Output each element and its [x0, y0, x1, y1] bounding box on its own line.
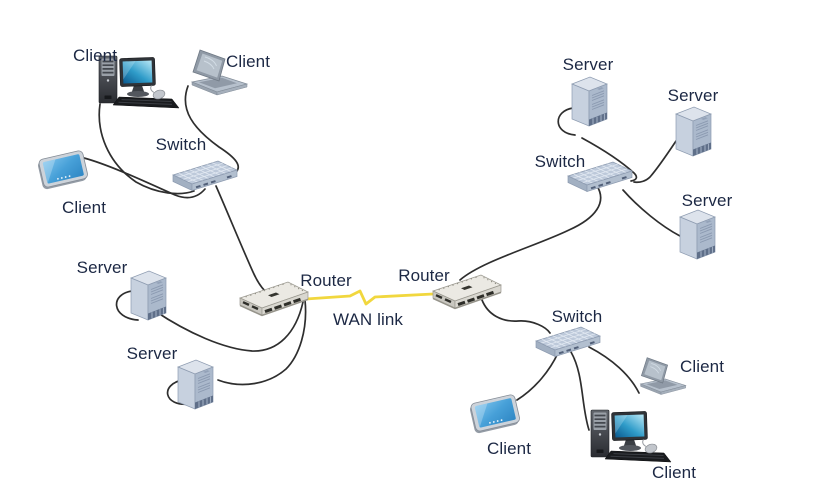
label-switch-left: Switch: [155, 135, 207, 154]
server-icon: [571, 76, 608, 127]
label-server-right-mid: Server: [667, 86, 719, 105]
label-client-laptop-left: Client: [225, 52, 271, 71]
label-client-desktop-left: Client: [72, 46, 118, 65]
laptop-icon: [640, 357, 687, 395]
server-left-2: [177, 359, 214, 410]
server-icon: [177, 359, 214, 410]
cable-switch-right-top-to-router: [459, 185, 602, 281]
server-right-bottom: [679, 209, 716, 260]
cable-server-right-top-loop: [557, 107, 576, 136]
devices-layer: [36, 49, 716, 463]
client-laptop-right: [640, 357, 687, 395]
label-client-tablet-right: Client: [486, 439, 532, 458]
label-switch-right-top: Switch: [534, 152, 586, 171]
tablet-icon: [36, 149, 90, 191]
switch-right-bottom: [536, 327, 600, 357]
client-tablet-right: [468, 393, 522, 435]
server-icon: [130, 270, 167, 321]
cable-tablet-left-to-switch: [83, 157, 206, 199]
desktop-pc-icon: [590, 409, 672, 463]
cable-server-left-1-loop: [115, 290, 139, 321]
label-server-right-bottom: Server: [681, 191, 733, 210]
cables-layer: [83, 85, 681, 431]
cable-laptop-left-to-switch: [184, 85, 240, 173]
server-icon: [675, 106, 712, 157]
cable-desktop-left-to-switch: [98, 103, 195, 195]
server-icon: [679, 209, 716, 260]
label-router-left: Router: [300, 271, 352, 290]
cable-server-right-bottom-to-switch: [622, 189, 681, 237]
cable-switch-left-to-router: [215, 185, 266, 292]
router-left: [238, 280, 310, 317]
client-desktop-right: [590, 409, 672, 463]
label-server-left-2: Server: [126, 344, 178, 363]
server-right-top: [571, 76, 608, 127]
label-server-right-top: Server: [562, 55, 614, 74]
server-left-1: [130, 270, 167, 321]
label-client-tablet-left: Client: [61, 198, 107, 217]
tablet-icon: [468, 393, 522, 435]
switch-icon: [173, 161, 237, 191]
cable-server-right-mid-to-switch: [633, 140, 677, 184]
switch-icon: [536, 327, 600, 357]
server-right-mid: [675, 106, 712, 157]
label-server-left-1: Server: [76, 258, 128, 277]
label-switch-right-bottom: Switch: [551, 307, 603, 326]
cable-switch-bottom-to-tablet: [516, 352, 559, 401]
cable-switch-bottom-to-desktop: [570, 351, 590, 431]
label-router-right: Router: [398, 266, 450, 285]
cable-router-left-to-server-2: [217, 299, 307, 386]
label-wan-link: WAN link: [332, 310, 404, 329]
client-tablet-left: [36, 149, 90, 191]
cable-router-right-to-switch-bottom: [481, 299, 551, 334]
wan-link-line: [304, 289, 435, 306]
cable-switch-bottom-to-laptop: [588, 346, 640, 394]
cable-server-left-1-to-router: [154, 301, 304, 352]
label-client-desktop-right: Client: [651, 463, 697, 482]
cable-server-right-top-to-switch: [581, 137, 638, 182]
router-icon: [238, 280, 310, 317]
label-client-laptop-right: Client: [679, 357, 725, 376]
switch-left: [173, 161, 237, 191]
